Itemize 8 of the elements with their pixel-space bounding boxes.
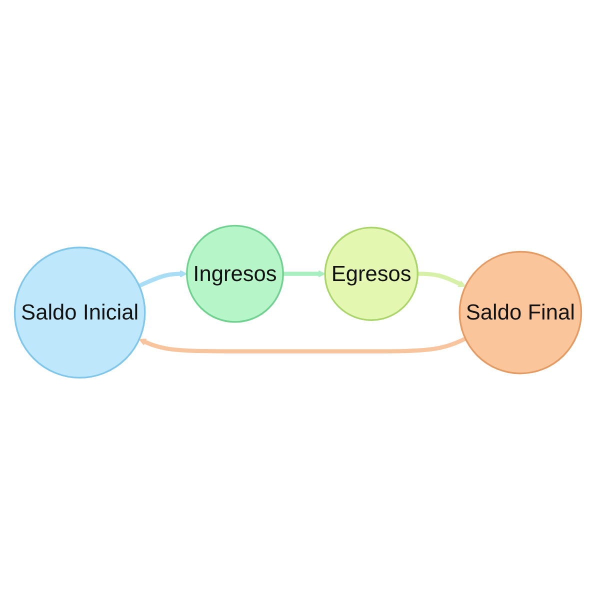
node-circle: Ingresos (186, 225, 284, 324)
arrow (283, 270, 326, 278)
arrow (138, 270, 188, 288)
arrow (418, 272, 466, 288)
node-circle: Saldo Final (458, 251, 582, 375)
node-circle: Egresos (324, 227, 418, 322)
node-circle: Saldo Inicial (14, 246, 146, 379)
arrow (138, 337, 466, 354)
